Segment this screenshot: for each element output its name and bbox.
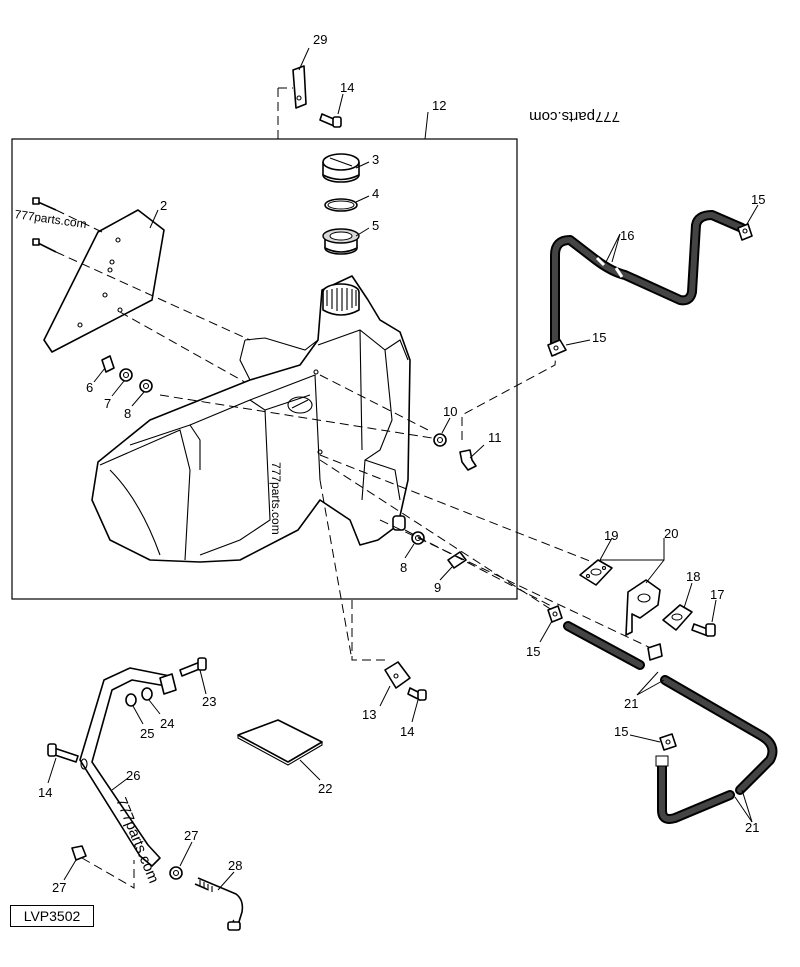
callout-24: 24 [160, 716, 174, 731]
leader-lines [47, 47, 759, 891]
spacer-23[interactable] [159, 657, 207, 695]
clamp-15-hose16-end[interactable] [737, 223, 753, 241]
callout-11: 11 [488, 430, 502, 445]
callout-12: 12 [432, 98, 446, 113]
tube-28[interactable] [194, 877, 244, 931]
gasket-18[interactable] [662, 604, 693, 631]
bracket-13[interactable] [384, 661, 411, 689]
adapter-5[interactable] [322, 228, 360, 255]
callout-8-left: 8 [124, 406, 131, 421]
bolt-14-bottom[interactable] [47, 743, 79, 763]
callout-8-bottom: 8 [400, 560, 407, 575]
manual-22[interactable] [237, 719, 323, 766]
strap-26[interactable] [79, 667, 171, 867]
callout-21-a: 21 [624, 696, 638, 711]
callout-13: 13 [362, 707, 376, 722]
fuel-tank[interactable] [91, 275, 411, 563]
callout-29: 29 [313, 32, 327, 47]
gasket-19[interactable] [579, 559, 613, 586]
callout-26: 26 [126, 768, 140, 783]
callout-2: 2 [160, 198, 167, 213]
callout-7: 7 [104, 396, 111, 411]
callout-18: 18 [686, 569, 700, 584]
watermark-top-right: 777parts.com [529, 108, 620, 125]
callout-4: 4 [372, 186, 379, 201]
watermark-strap: 777parts.com [112, 795, 162, 886]
callout-15-d: 15 [614, 724, 628, 739]
callout-9: 9 [434, 580, 441, 595]
callout-27-right: 27 [184, 828, 198, 843]
callout-20: 20 [664, 526, 678, 541]
nut-27-left[interactable] [71, 845, 87, 861]
hose-16[interactable] [550, 210, 747, 350]
elbow-fitting-11[interactable] [459, 449, 477, 471]
callout-19: 19 [604, 528, 618, 543]
plate-20[interactable] [625, 579, 663, 661]
screw-2-lower[interactable] [32, 238, 57, 253]
bolt-14-top[interactable] [319, 113, 342, 128]
bolt-14-middle[interactable] [407, 687, 427, 701]
callout-14-bottom: 14 [38, 785, 52, 800]
nut-25[interactable] [125, 693, 137, 707]
callout-17: 17 [710, 587, 724, 602]
callout-15-a: 15 [751, 192, 765, 207]
callout-6: 6 [86, 380, 93, 395]
callout-3: 3 [372, 152, 379, 167]
clamp-15-hose21-top[interactable] [547, 605, 563, 623]
callout-28: 28 [228, 858, 242, 873]
nut-27-right[interactable] [169, 866, 183, 880]
callout-15-b: 15 [592, 330, 606, 345]
fuel-cap-3[interactable] [322, 153, 360, 183]
clamp-15-hose21-bottom[interactable] [659, 733, 677, 751]
callout-15-c: 15 [526, 644, 540, 659]
callout-14-middle: 14 [400, 724, 414, 739]
washer-7[interactable] [119, 368, 133, 382]
callout-16: 16 [620, 228, 634, 243]
watermark-plate: 777parts.com [14, 207, 88, 231]
drawing-code-label: LVP3502 [10, 905, 94, 927]
assembly-box [11, 138, 518, 600]
callout-22: 22 [318, 781, 332, 796]
callout-14-top: 14 [340, 80, 354, 95]
clamp-15-hose16-start[interactable] [547, 339, 567, 357]
callout-10: 10 [443, 404, 457, 419]
hose-21-lower[interactable] [655, 755, 735, 824]
screw-17[interactable] [691, 623, 716, 637]
plate-2[interactable] [43, 209, 165, 353]
hose-21-upper[interactable] [563, 621, 778, 795]
bracket-29[interactable] [292, 65, 307, 109]
grommet-10[interactable] [433, 433, 447, 447]
callout-labels: 29 14 12 3 4 5 2 6 7 8 10 11 8 9 16 15 1… [38, 32, 765, 895]
callout-27-left: 27 [52, 880, 66, 895]
fitting-9[interactable] [447, 551, 467, 569]
callout-5: 5 [372, 218, 379, 233]
o-ring-4[interactable] [324, 198, 358, 212]
callout-23: 23 [202, 694, 216, 709]
watermark-tank: 777parts.com [269, 462, 283, 535]
grommet-8-left[interactable] [139, 379, 153, 393]
washer-24[interactable] [141, 687, 153, 701]
tank-filler-neck [322, 283, 360, 316]
callout-21-b: 21 [745, 820, 759, 835]
callout-25: 25 [140, 726, 154, 741]
screw-2-upper[interactable] [32, 197, 57, 211]
